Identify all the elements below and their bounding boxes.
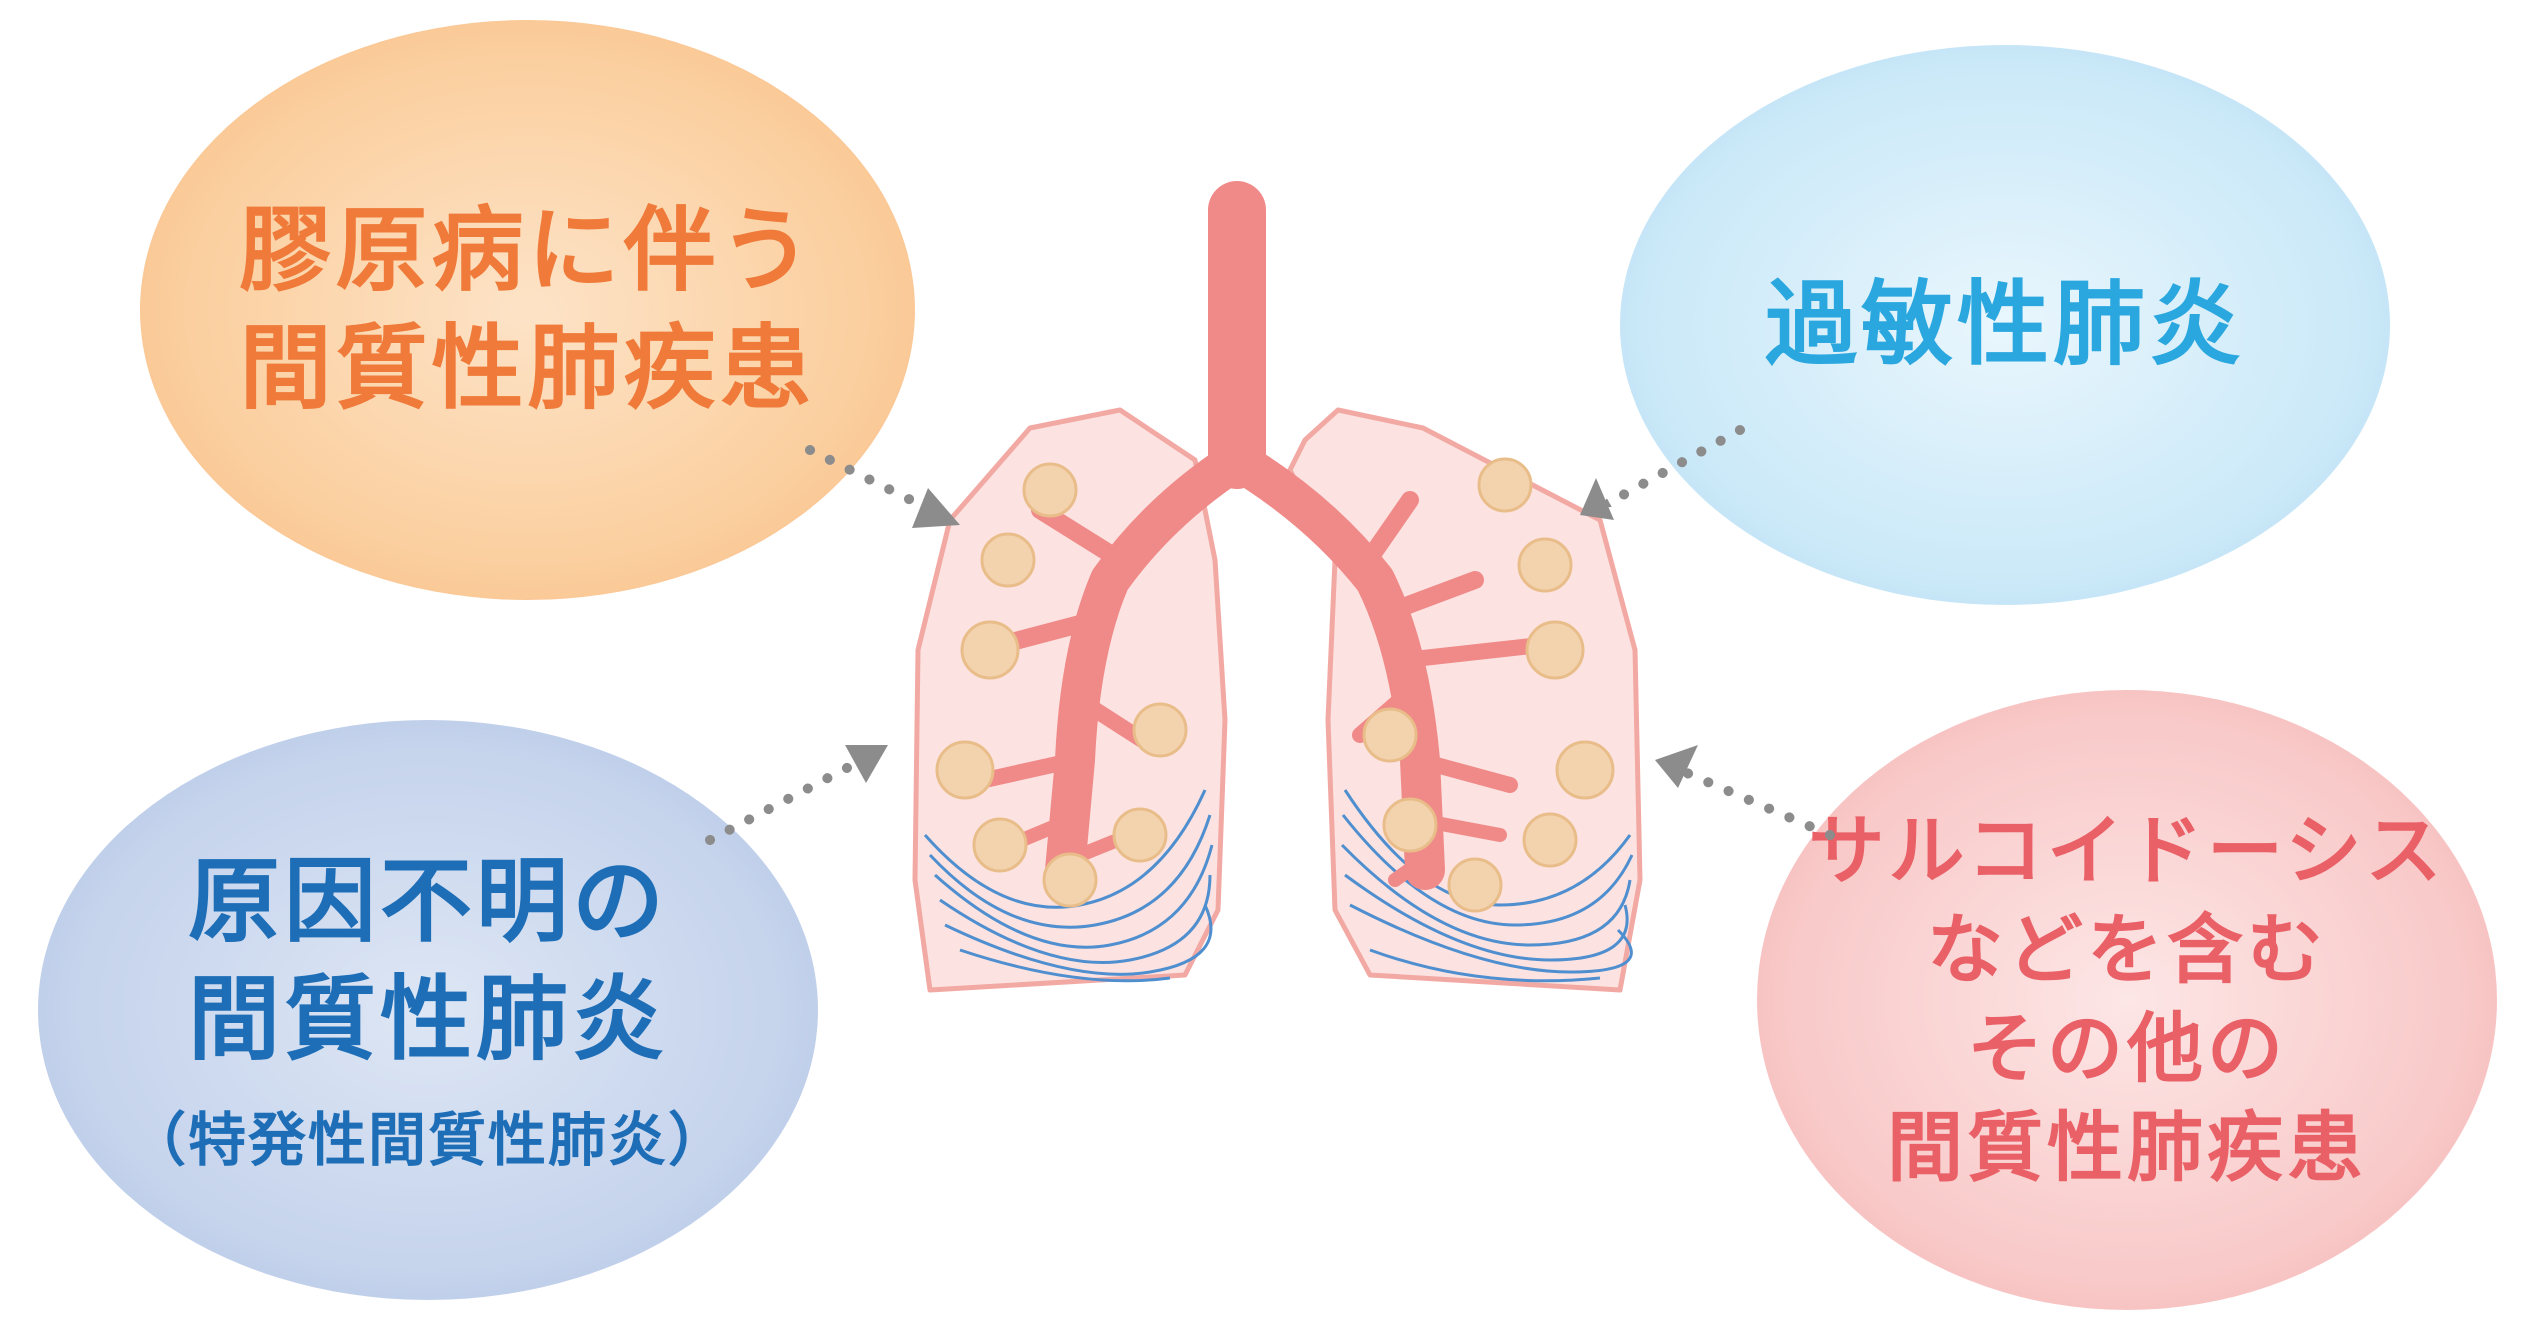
arrows [705,425,1835,845]
idiopathic-note: （特発性間質性肺炎） [127,1105,728,1174]
arrowhead-other [1655,745,1698,788]
nodule [960,620,1020,680]
other-line-3: その他の [1967,1004,2287,1093]
collagen-line-2: 間質性肺疾患 [239,315,816,422]
arrowhead-hypersensitivity [1580,478,1614,520]
nodule [1042,852,1098,908]
nodule [1525,620,1585,680]
other-line-2: などを含む [1927,905,2327,995]
nodule [1522,812,1578,868]
nodule [1517,537,1573,593]
idiopathic-bubble: 原因不明の 間質性肺炎 （特発性間質性肺炎） [38,720,818,1300]
nodule [1382,797,1438,853]
airway [977,181,1548,890]
collagen-line-1: 膠原病に伴う [239,197,816,305]
nodules [935,457,1615,913]
arrow-other [1675,765,1835,840]
hypersensitivity-pneumonitis-bubble: 過敏性肺炎 [1620,45,2390,605]
nodule [1555,740,1615,800]
arrow-hypersensitivity [1600,425,1745,510]
nodule [1447,857,1503,913]
collagen-disease-bubble: 膠原病に伴う 間質性肺疾患 [140,20,915,600]
nodule [972,817,1028,873]
idiopathic-line-2: 間質性肺炎 [187,966,668,1073]
nodule [1022,462,1078,518]
arrow-collagen [805,445,940,517]
other-line-1: サルコイドーシス [1808,806,2446,896]
arrowheads [845,478,1698,788]
idiopathic-line-1: 原因不明の [187,848,668,956]
nodule [1477,457,1533,513]
nodule [1112,807,1168,863]
arrowhead-collagen [912,488,960,528]
arrow-idiopathic [705,755,867,845]
nodule [980,532,1036,588]
arrowhead-idiopathic [845,745,888,783]
nodule [935,740,995,800]
hypersensitivity-line-1: 過敏性肺炎 [1764,271,2245,379]
nodule [1132,702,1188,758]
other-line-4: 間質性肺疾患 [1887,1102,2367,1192]
right-lung-fibrosis [1340,789,1634,983]
nodule [1362,707,1418,763]
other-ild-bubble: サルコイドーシス などを含む その他の 間質性肺疾患 [1757,690,2497,1310]
